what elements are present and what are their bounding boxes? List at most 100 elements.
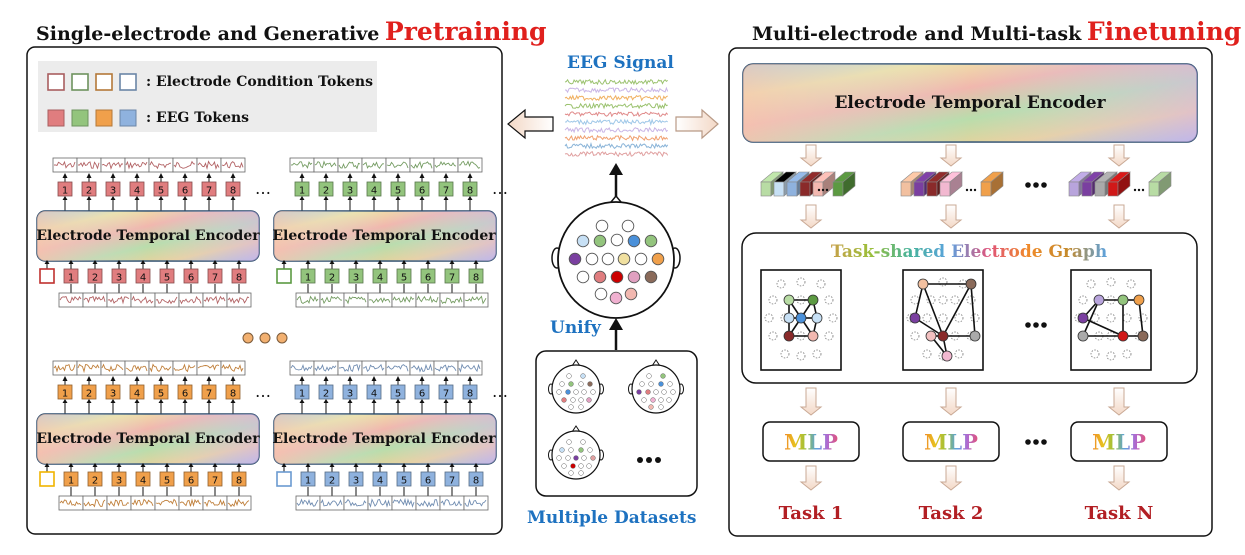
token-arrow-head xyxy=(230,376,236,381)
input-token xyxy=(420,268,436,284)
input-token-number: 1 xyxy=(305,476,311,487)
input-token-number: 7 xyxy=(449,476,455,487)
graph-node xyxy=(807,294,819,306)
mlp-label-2: MLP xyxy=(924,429,978,455)
graph-empty-node xyxy=(970,313,980,323)
token-front xyxy=(786,181,798,197)
encoder-label-blue: Electrode Temporal Encoder xyxy=(272,431,496,447)
graph-empty-node xyxy=(768,331,778,341)
input-arrow-head xyxy=(329,260,335,264)
output-wave xyxy=(197,364,220,371)
input-token xyxy=(396,471,412,487)
down-block-arrow xyxy=(1107,387,1131,416)
token-arrow-head xyxy=(467,376,473,381)
head-electrode-small xyxy=(561,463,567,469)
head-electrode-small xyxy=(573,389,579,395)
stack-dot xyxy=(965,188,969,192)
token-ellipsis: … xyxy=(492,179,508,198)
input-arrow-head xyxy=(44,463,50,467)
head-electrode-small xyxy=(650,397,656,403)
output-wave-cell xyxy=(76,360,102,376)
token-arrow-head xyxy=(182,376,188,381)
output-wave xyxy=(362,161,384,169)
head-electrode-small xyxy=(658,404,664,410)
token-arrow-head xyxy=(299,399,305,403)
legend-condition-square xyxy=(119,73,137,91)
graph-node xyxy=(1133,294,1145,306)
token-arrow-head xyxy=(347,399,353,403)
graph-node xyxy=(1077,330,1089,342)
input-token-number: 1 xyxy=(305,273,311,284)
head-electrode xyxy=(651,252,665,266)
token-side xyxy=(990,171,1004,197)
token-arrow-head xyxy=(323,173,329,178)
token-front xyxy=(1107,181,1119,197)
encoder-label-green: Electrode Temporal Encoder xyxy=(272,228,496,244)
graph-empty-node xyxy=(938,313,948,323)
output-token-number: 4 xyxy=(134,389,140,400)
stack-dot xyxy=(973,188,977,192)
input-token xyxy=(159,268,175,284)
graph-empty-node xyxy=(824,331,834,341)
graph-edge xyxy=(914,283,924,319)
input-wave xyxy=(83,295,106,304)
encoder-overlay xyxy=(274,414,496,464)
token-arrow-head xyxy=(347,376,353,381)
graph-node xyxy=(941,350,953,362)
head-electrode-small xyxy=(660,373,666,379)
output-token-number: 5 xyxy=(395,186,401,197)
input-token xyxy=(111,471,127,487)
output-token-number: 3 xyxy=(110,186,116,197)
input-wave-cell xyxy=(202,495,228,511)
task-1-label: Task 1 xyxy=(778,503,844,524)
input-wave xyxy=(368,297,391,304)
stack-dot xyxy=(1133,188,1137,192)
output-wave xyxy=(410,363,433,373)
token-arrow-head xyxy=(62,173,68,178)
output-token-number: 2 xyxy=(86,389,92,400)
graph-empty-node xyxy=(922,349,932,359)
token-arrow-head xyxy=(467,399,473,403)
token-arrow-head xyxy=(395,399,401,403)
output-wave-cell xyxy=(76,157,102,173)
token-arrow-head xyxy=(110,173,116,178)
input-wave xyxy=(179,295,202,305)
stack-dot xyxy=(817,188,821,192)
input-token xyxy=(444,268,460,284)
input-wave-cell xyxy=(463,292,489,308)
token-side xyxy=(842,171,856,197)
output-wave xyxy=(458,160,481,169)
head-outline xyxy=(551,364,601,414)
graph-empty-node xyxy=(1122,313,1132,323)
input-token xyxy=(300,471,316,487)
graph-edge xyxy=(922,283,944,337)
token-front xyxy=(1081,181,1093,197)
token-arrow-head xyxy=(443,376,449,381)
token-arrow-head xyxy=(419,376,425,381)
legend-eeg-square xyxy=(95,109,113,127)
output-token-number: 4 xyxy=(371,186,377,197)
head-electrode-small xyxy=(566,439,572,445)
input-token-number: 2 xyxy=(329,476,335,487)
token-arrow-head xyxy=(299,376,305,381)
input-arrow-head xyxy=(449,260,455,264)
dataset-head xyxy=(548,425,604,480)
input-wave xyxy=(155,498,178,507)
output-wave xyxy=(53,363,76,373)
eeg-wave-line xyxy=(564,78,668,86)
input-token-number: 3 xyxy=(116,273,122,284)
down-block-arrow xyxy=(1107,144,1131,167)
input-arrow-head xyxy=(473,260,479,264)
token-front xyxy=(1148,181,1160,197)
token-arrow-head xyxy=(467,196,473,200)
right-block-arrow xyxy=(675,108,719,140)
input-wave-cell xyxy=(463,495,489,511)
input-arrow-head xyxy=(305,260,311,264)
graph-node xyxy=(795,312,807,324)
head-electrode-small xyxy=(641,397,647,403)
head-electrode-small xyxy=(578,470,584,476)
output-token-number: 7 xyxy=(443,389,449,400)
